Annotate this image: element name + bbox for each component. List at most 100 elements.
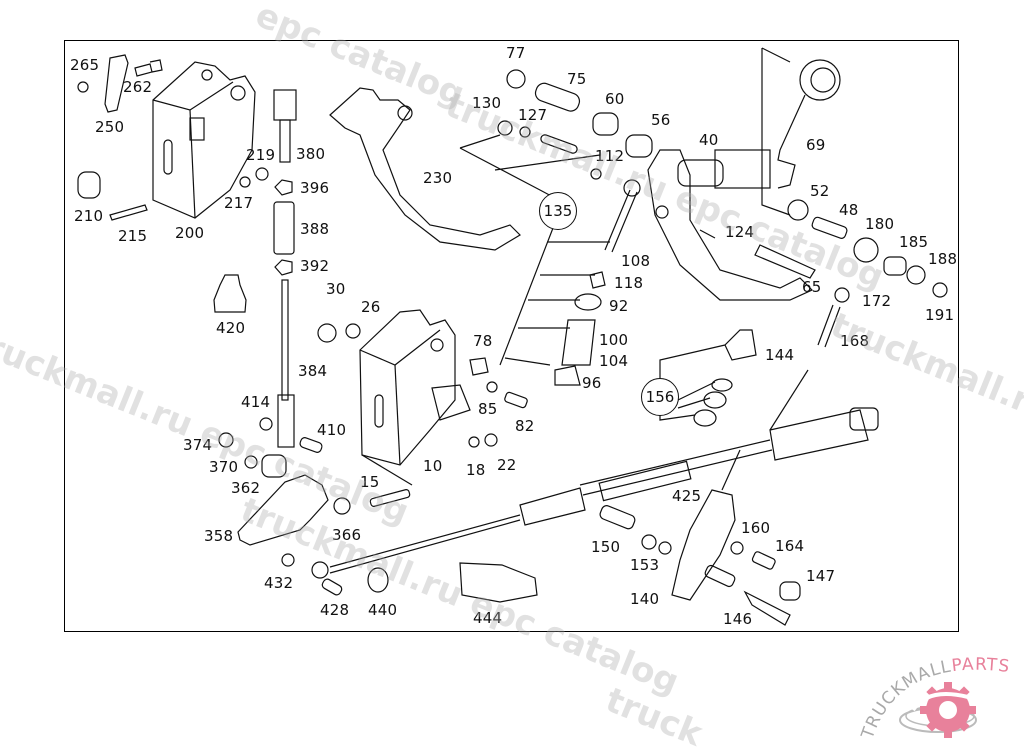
part-144-boot	[724, 329, 757, 361]
part-100-spring	[561, 319, 596, 366]
callout-156[interactable]: 156	[641, 378, 679, 416]
part-432-washer	[281, 553, 295, 567]
part-label-425[interactable]: 425	[672, 487, 702, 505]
part-18-washer	[468, 436, 480, 448]
part-label-144[interactable]: 144	[765, 346, 795, 364]
part-146-valve	[743, 590, 791, 626]
part-label-380[interactable]: 380	[296, 145, 326, 163]
part-label-210[interactable]: 210	[74, 207, 104, 225]
part-396-nut	[274, 179, 293, 196]
part-label-444[interactable]: 444	[473, 609, 503, 627]
part-262-bolt	[134, 59, 163, 77]
part-label-219[interactable]: 219	[246, 146, 276, 164]
part-22-nut	[484, 433, 498, 447]
part-label-160[interactable]: 160	[741, 519, 771, 537]
part-label-164[interactable]: 164	[775, 537, 805, 555]
part-230-pedal	[329, 87, 521, 251]
part-label-124[interactable]: 124	[725, 223, 755, 241]
part-78-shield	[431, 384, 471, 421]
part-label-78[interactable]: 78	[473, 332, 493, 350]
part-label-69[interactable]: 69	[806, 136, 826, 154]
part-26-bushing	[345, 323, 361, 339]
part-label-147[interactable]: 147	[806, 567, 836, 585]
part-label-118[interactable]: 118	[614, 274, 644, 292]
part-label-60[interactable]: 60	[605, 90, 625, 108]
part-label-374[interactable]: 374	[183, 436, 213, 454]
part-label-362[interactable]: 362	[231, 479, 261, 497]
part-label-77[interactable]: 77	[506, 44, 526, 62]
part-label-100[interactable]: 100	[599, 331, 629, 349]
part-label-370[interactable]: 370	[209, 458, 239, 476]
part-label-150[interactable]: 150	[591, 538, 621, 556]
part-label-146[interactable]: 146	[723, 610, 753, 628]
part-label-200[interactable]: 200	[175, 224, 205, 242]
part-label-432[interactable]: 432	[264, 574, 294, 592]
logo-gear-icon: TRUCKMALLPARTS	[857, 655, 1012, 743]
part-label-420[interactable]: 420	[216, 319, 246, 337]
part-label-75[interactable]: 75	[567, 70, 587, 88]
part-label-26[interactable]: 26	[361, 298, 381, 316]
part-label-56[interactable]: 56	[651, 111, 671, 129]
part-label-104[interactable]: 104	[599, 352, 629, 370]
part-label-188[interactable]: 188	[928, 250, 958, 268]
part-label-22[interactable]: 22	[497, 456, 517, 474]
part-label-265[interactable]: 265	[70, 56, 100, 74]
part-380-rod	[273, 89, 297, 163]
part-185-bushing	[883, 256, 907, 276]
part-label-130[interactable]: 130	[472, 94, 502, 112]
part-label-48[interactable]: 48	[839, 201, 859, 219]
part-69-spring	[761, 47, 841, 216]
part-label-127[interactable]: 127	[518, 106, 548, 124]
part-label-30[interactable]: 30	[326, 280, 346, 298]
part-label-250[interactable]: 250	[95, 118, 125, 136]
part-label-153[interactable]: 153	[630, 556, 660, 574]
part-label-40[interactable]: 40	[699, 131, 719, 149]
part-label-388[interactable]: 388	[300, 220, 330, 238]
part-label-172[interactable]: 172	[862, 292, 892, 310]
part-label-396[interactable]: 396	[300, 179, 330, 197]
part-label-180[interactable]: 180	[865, 215, 895, 233]
part-label-52[interactable]: 52	[810, 182, 830, 200]
part-366-bushing	[333, 497, 351, 515]
part-label-65[interactable]: 65	[802, 278, 822, 296]
part-217-washer	[239, 176, 251, 188]
part-label-384[interactable]: 384	[298, 362, 328, 380]
part-label-15[interactable]: 15	[360, 473, 380, 491]
part-label-366[interactable]: 366	[332, 526, 362, 544]
part-label-358[interactable]: 358	[204, 527, 234, 545]
part-label-18[interactable]: 18	[466, 461, 486, 479]
logo-text-right: PARTS	[951, 655, 1012, 677]
part-191-clip	[932, 282, 948, 298]
part-label-112[interactable]: 112	[595, 147, 625, 165]
callout-135[interactable]: 135	[539, 192, 577, 230]
part-label-108[interactable]: 108	[621, 252, 651, 270]
part-label-96[interactable]: 96	[582, 374, 602, 392]
part-label-428[interactable]: 428	[320, 601, 350, 619]
part-label-262[interactable]: 262	[123, 78, 153, 96]
part-180-eye	[853, 237, 879, 263]
part-92-seat	[574, 293, 602, 311]
part-label-410[interactable]: 410	[317, 421, 347, 439]
part-label-191[interactable]: 191	[925, 306, 955, 324]
part-168-leader	[769, 369, 809, 431]
part-label-215[interactable]: 215	[118, 227, 148, 245]
part-label-185[interactable]: 185	[899, 233, 929, 251]
part-414-washer	[259, 417, 273, 431]
part-label-414[interactable]: 414	[241, 393, 271, 411]
part-label-168[interactable]: 168	[840, 332, 870, 350]
part-388-sleeve	[273, 201, 295, 255]
part-label-85[interactable]: 85	[478, 400, 498, 418]
part-label-140[interactable]: 140	[630, 590, 660, 608]
part-78-clip	[469, 357, 489, 376]
part-label-82[interactable]: 82	[515, 417, 535, 435]
part-384-threaded-rod	[281, 279, 289, 401]
part-265-nut	[77, 81, 89, 93]
part-40-pedal	[647, 149, 814, 301]
part-label-230[interactable]: 230	[423, 169, 453, 187]
part-label-440[interactable]: 440	[368, 601, 398, 619]
part-label-92[interactable]: 92	[609, 297, 629, 315]
part-label-392[interactable]: 392	[300, 257, 330, 275]
part-label-217[interactable]: 217	[224, 194, 254, 212]
part-label-10[interactable]: 10	[423, 457, 443, 475]
